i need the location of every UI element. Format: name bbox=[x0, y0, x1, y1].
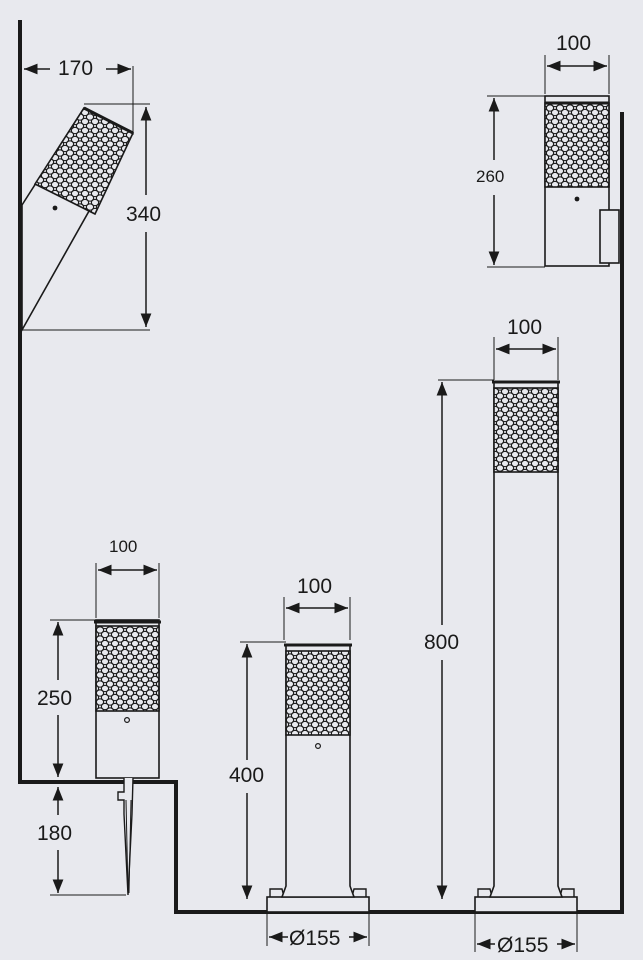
wall-lamp-dimensions bbox=[487, 55, 610, 268]
wall-mounted-lamp bbox=[544, 95, 620, 267]
spike-lamp-width-label: 100 bbox=[109, 537, 138, 556]
wall-mounted-height-label: 260 bbox=[476, 167, 505, 186]
mid-bollard-base-label: Ø155 bbox=[289, 927, 341, 950]
spike-lamp-dimensions bbox=[50, 563, 160, 896]
wall-mounted-width-label: 100 bbox=[556, 32, 592, 55]
wall-lamp-height-label: 340 bbox=[126, 203, 162, 226]
angled-wall-lamp bbox=[21, 106, 135, 334]
tall-bollard bbox=[474, 380, 578, 913]
mid-bollard-width-label: 100 bbox=[297, 575, 333, 598]
spike-lamp-depth-label: 180 bbox=[37, 822, 73, 845]
tall-bollard-base-label: Ø155 bbox=[497, 934, 549, 957]
tall-bollard-dimensions bbox=[436, 337, 578, 952]
tall-bollard-width-label: 100 bbox=[507, 316, 543, 339]
mid-bollard-height-label: 400 bbox=[229, 764, 265, 787]
spike-lamp bbox=[94, 619, 161, 896]
mid-bollard bbox=[266, 643, 370, 913]
wall-lamp-width-label: 170 bbox=[58, 57, 94, 80]
angled-lamp-dimensions bbox=[22, 63, 152, 331]
tall-bollard-height-label: 800 bbox=[424, 631, 460, 654]
mid-bollard-dimensions bbox=[240, 597, 370, 946]
spike-lamp-height-label: 250 bbox=[37, 687, 73, 710]
wall-ground-outline bbox=[18, 20, 624, 914]
